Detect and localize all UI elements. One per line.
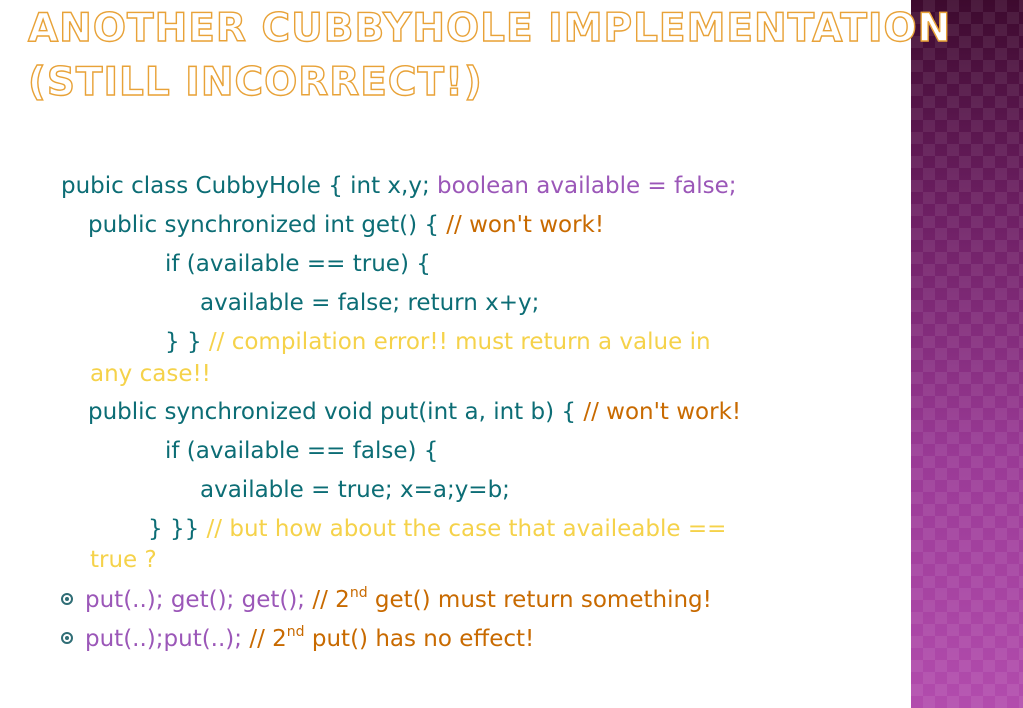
bullet-icon	[61, 593, 73, 605]
code-comment-compilation-error: // compilation error!! must return a val…	[208, 329, 711, 355]
code-line-10: } }} // but how about the case that avai…	[148, 514, 726, 544]
code-close-braces-2: } }}	[148, 516, 207, 542]
code-comment-availeable: // but how about the case that availeabl…	[206, 516, 727, 542]
bullet-item-2: put(..);put(..); // 2nd put() has no eff…	[61, 624, 534, 654]
code-line-1: pubic class CubbyHole { int x,y; boolean…	[61, 171, 736, 201]
bullet-1-comment-start: // 2	[312, 587, 350, 613]
bullet-1-ordinal: nd	[349, 585, 368, 602]
bullet-2-code: put(..);put(..);	[85, 626, 250, 652]
decorative-sidebar	[911, 0, 1023, 708]
bullet-icon	[61, 632, 73, 644]
code-class-decl: pubic class CubbyHole { int x,y;	[61, 173, 438, 199]
code-close-braces: } }	[165, 329, 209, 355]
bullet-2-comment: // 2nd put() has no effect!	[249, 624, 535, 652]
title-line-1: ANOTHER CUBBYHOLE IMPLEMENTATION	[27, 5, 952, 51]
bullet-1-code: put(..); get(); get();	[85, 587, 313, 613]
code-line-6: any case!!	[90, 361, 211, 387]
code-line-4: available = false; return x+y;	[200, 290, 540, 316]
code-comment-wont-work-2: // won't work!	[583, 399, 742, 425]
bullet-item-1: put(..); get(); get(); // 2nd get() must…	[61, 585, 712, 615]
code-get-signature: public synchronized int get() {	[88, 212, 447, 238]
code-line-7: public synchronized void put(int a, int …	[88, 397, 741, 427]
code-line-3: if (available == true) {	[165, 251, 431, 277]
slide-title: ANOTHER CUBBYHOLE IMPLEMENTATION (STILL …	[27, 2, 952, 110]
code-put-signature: public synchronized void put(int a, int …	[88, 399, 584, 425]
code-line-11: true ?	[90, 547, 157, 573]
code-comment-wont-work: // won't work!	[446, 212, 605, 238]
bullet-2-comment-end: put() has no effect!	[304, 626, 535, 652]
code-line-9: available = true; x=a;y=b;	[200, 477, 510, 503]
bullet-1-comment: // 2nd get() must return something!	[312, 585, 712, 613]
bullet-2-ordinal: nd	[286, 624, 305, 641]
code-available-decl: boolean available = false;	[437, 173, 737, 199]
code-line-8: if (available == false) {	[165, 438, 439, 464]
code-line-5: } } // compilation error!! must return a…	[165, 327, 711, 357]
bullet-1-comment-end: get() must return something!	[367, 587, 712, 613]
title-line-2: (STILL INCORRECT!)	[27, 59, 483, 105]
code-line-2: public synchronized int get() { // won't…	[88, 210, 604, 240]
bullet-2-comment-start: // 2	[249, 626, 287, 652]
